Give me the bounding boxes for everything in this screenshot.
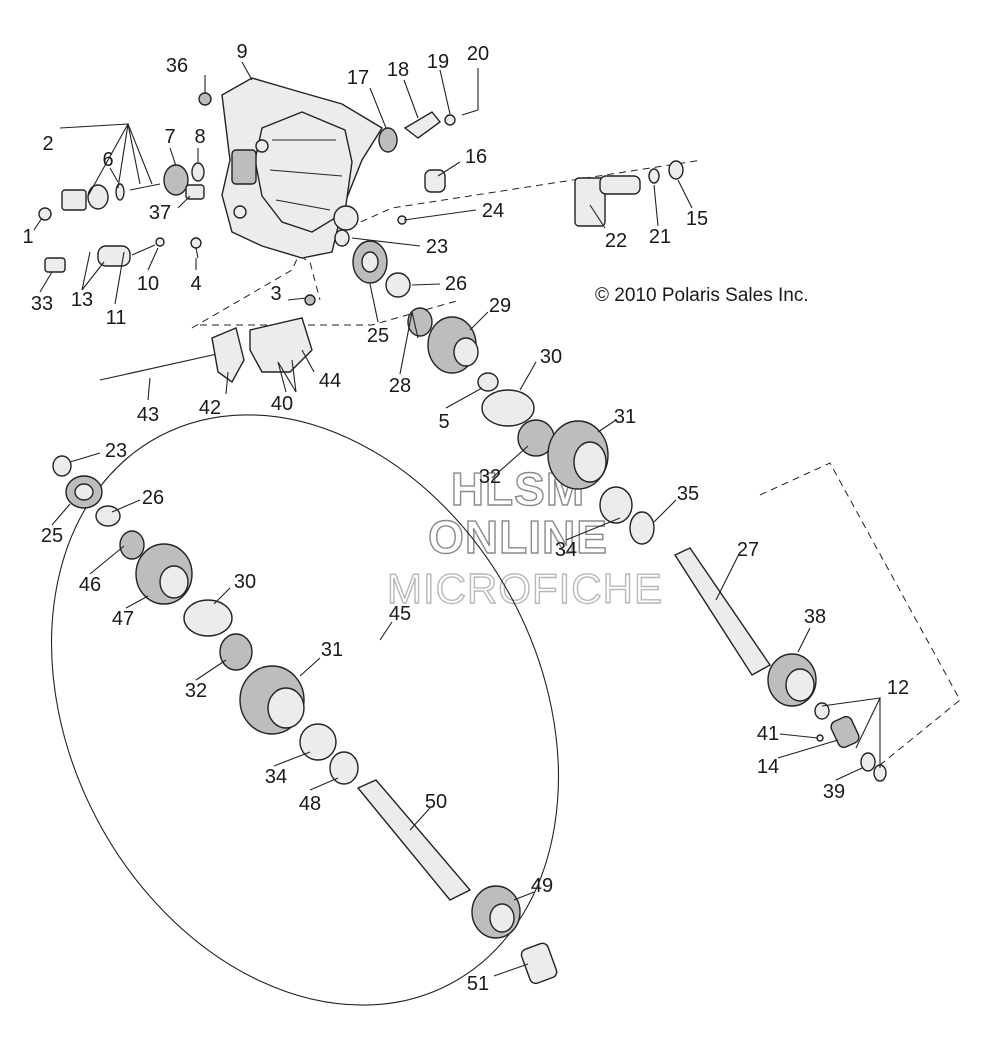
- callout-35: 35: [677, 483, 699, 505]
- callout-38: 38: [804, 606, 826, 628]
- callout-28: 28: [389, 375, 411, 397]
- upper-gear-train: [334, 229, 655, 545]
- callout-24: 24: [482, 200, 504, 222]
- callout-22: 22: [605, 230, 627, 252]
- callout-37: 37: [149, 202, 171, 224]
- callout-12: 12: [887, 677, 909, 699]
- callout-39: 39: [823, 781, 845, 803]
- callout-48: 48: [299, 793, 321, 815]
- callout-42: 42: [199, 397, 221, 419]
- callout-18: 18: [387, 59, 409, 81]
- callout-32-upper: 32: [479, 466, 501, 488]
- callout-25-upper: 25: [367, 325, 389, 347]
- callout-36: 36: [166, 55, 188, 77]
- callout-33: 33: [31, 293, 53, 315]
- shift-fork-assembly: [99, 317, 313, 384]
- callout-15: 15: [686, 208, 708, 230]
- callout-16: 16: [465, 146, 487, 168]
- callout-9: 9: [236, 41, 247, 63]
- watermark: HLSM ONLINE MICROFICHE: [386, 462, 663, 612]
- callout-30-lower: 30: [234, 571, 256, 593]
- callout-46: 46: [79, 574, 101, 596]
- callout-40: 40: [271, 393, 293, 415]
- main-shaft-group: [673, 547, 887, 782]
- callout-7: 7: [164, 126, 175, 148]
- callout-43: 43: [137, 404, 159, 426]
- transmission-case: [221, 77, 383, 259]
- callout-19: 19: [427, 51, 449, 73]
- callout-26-lower: 26: [142, 487, 164, 509]
- callout-23-lower: 23: [105, 440, 127, 462]
- callout-2: 2: [42, 133, 53, 155]
- shift-parts-upper-right: [378, 109, 684, 227]
- callout-17: 17: [347, 67, 369, 89]
- callout-26-upper: 26: [445, 273, 467, 295]
- callout-31-upper: 31: [614, 406, 636, 428]
- callout-6: 6: [102, 149, 113, 171]
- callout-50: 50: [425, 791, 447, 813]
- callout-3: 3: [270, 283, 281, 305]
- callout-21: 21: [649, 226, 671, 248]
- callouts: 36 9 17 18 19 20 2 7 8 6 16 37 1 24 22 2…: [22, 41, 909, 995]
- callout-5: 5: [438, 411, 449, 433]
- callout-51: 51: [467, 973, 489, 995]
- callout-8: 8: [194, 126, 205, 148]
- callout-49: 49: [531, 875, 553, 897]
- callout-34-lower: 34: [265, 766, 287, 788]
- callout-29: 29: [489, 295, 511, 317]
- callout-30-upper: 30: [540, 346, 562, 368]
- leader-lines: [33, 61, 881, 977]
- callout-44: 44: [319, 370, 341, 392]
- copyright-notice: © 2010 Polaris Sales Inc.: [595, 285, 809, 306]
- callout-14: 14: [757, 756, 779, 778]
- callout-4: 4: [190, 273, 201, 295]
- callout-47: 47: [112, 608, 134, 630]
- callout-20: 20: [467, 43, 489, 65]
- assembly-dashed-lines: [191, 159, 961, 766]
- callout-23-upper: 23: [426, 236, 448, 258]
- watermark-line-3: MICROFICHE: [387, 565, 663, 612]
- callout-34-upper: 34: [555, 539, 577, 561]
- callout-31-lower: 31: [321, 639, 343, 661]
- shift-parts-upper-left: [38, 92, 316, 306]
- gear-set-group-45: [51, 414, 559, 1006]
- callout-41: 41: [757, 723, 779, 745]
- callout-27: 27: [737, 539, 759, 561]
- watermark-line-2: ONLINE: [428, 511, 608, 563]
- callout-1: 1: [22, 226, 33, 248]
- callout-10: 10: [137, 273, 159, 295]
- callout-13: 13: [71, 289, 93, 311]
- callout-32-lower: 32: [185, 680, 207, 702]
- callout-45: 45: [389, 603, 411, 625]
- callout-11: 11: [106, 307, 127, 329]
- callout-25-lower: 25: [41, 525, 63, 547]
